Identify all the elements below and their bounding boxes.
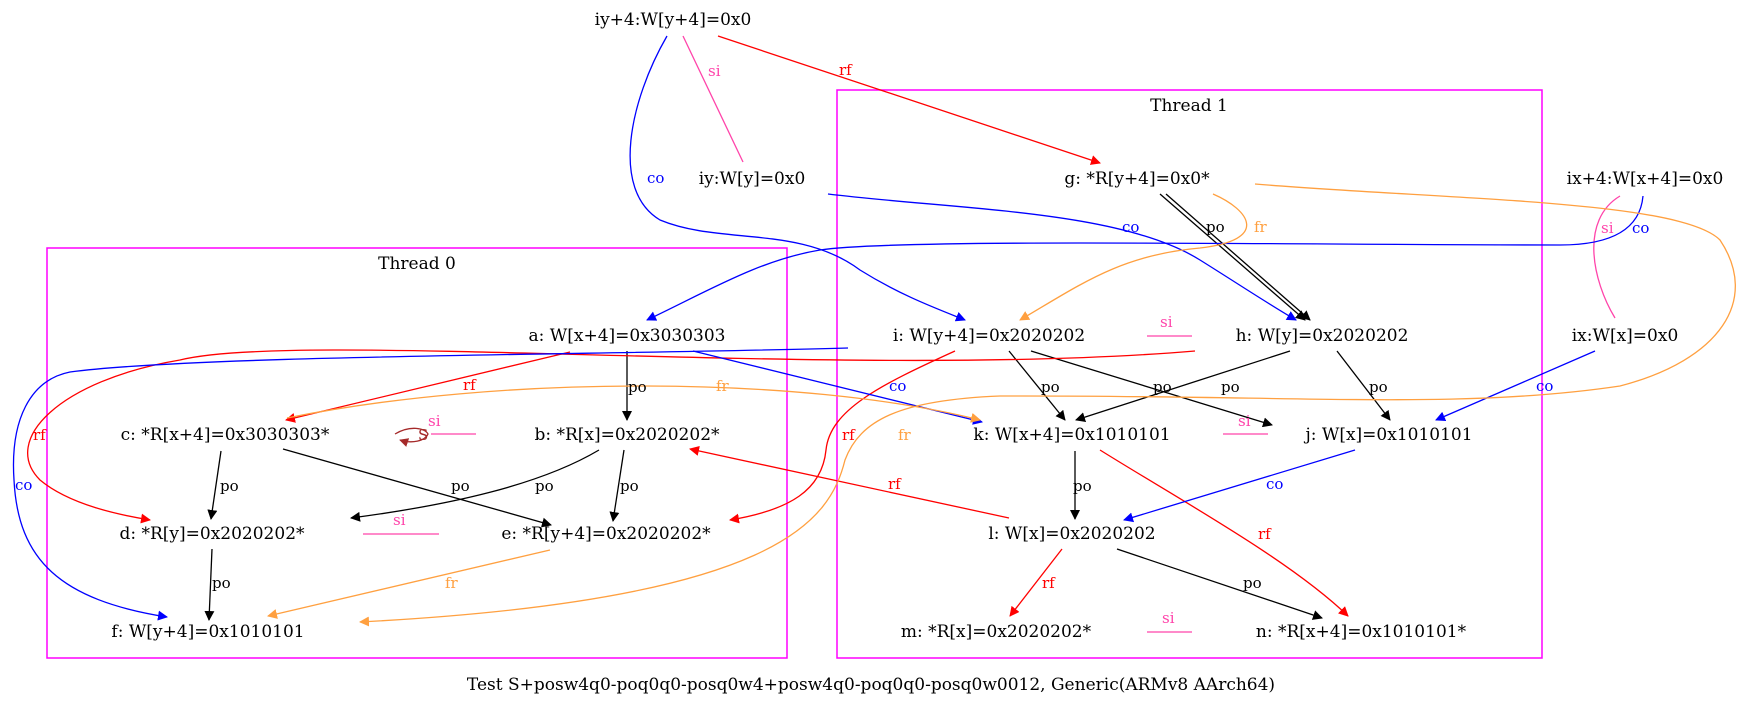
label-po: po: [220, 477, 239, 495]
edge-fr-c-k: [286, 385, 981, 423]
node-i: i: W[y+4]=0x2020202: [893, 326, 1085, 346]
label-co: co: [15, 476, 32, 494]
label-co: co: [1632, 219, 1649, 237]
label-fr: fr: [716, 377, 730, 395]
label-co: co: [647, 169, 664, 187]
label-rf: rf: [839, 61, 853, 79]
edge-co-ix-j: [1435, 350, 1596, 422]
label-rf: rf: [1042, 574, 1056, 592]
nodes: iy+4:W[y+4]=0x0 iy:W[y]=0x0 ix+4:W[x+4]=…: [111, 10, 1723, 642]
node-d: d: *R[y]=0x2020202*: [119, 524, 305, 544]
node-e: e: *R[y+4]=0x2020202*: [501, 524, 711, 544]
diagram-caption: Test S+posw4q0-poq0q0-posq0w4+posw4q0-po…: [467, 675, 1275, 695]
edge-si-iy4-iy: [682, 35, 744, 163]
label-si: si: [1162, 609, 1175, 627]
edge-co-a-f: [12, 347, 849, 621]
edge-rf-k-n: [1099, 449, 1349, 617]
label-po: po: [620, 477, 639, 495]
edge-co-iy4-i: [629, 35, 966, 322]
label-rf: rf: [463, 376, 477, 394]
edge-rf-l-m: [1009, 548, 1063, 617]
label-fr: fr: [445, 574, 459, 592]
edge-rf-l-b: [689, 446, 1010, 519]
node-h: h: W[y]=0x2020202: [1236, 326, 1409, 346]
edge-rf-a-c: [285, 351, 571, 423]
thread1-title: Thread 1: [1150, 96, 1228, 116]
label-rf: rf: [1258, 525, 1272, 543]
label-po: po: [1206, 218, 1225, 236]
label-po: po: [1369, 378, 1388, 396]
label-fr: fr: [1254, 218, 1268, 236]
node-g: g: *R[y+4]=0x0*: [1064, 169, 1210, 189]
label-po: po: [212, 574, 231, 592]
edge-po-h-j: [1336, 350, 1391, 421]
edge-po-b-e: [609, 449, 625, 522]
edge-po-l-n: [1116, 548, 1323, 620]
edge-po-g-h-1: [1159, 193, 1306, 321]
label-rf: rf: [888, 475, 902, 493]
label-co: co: [1536, 377, 1553, 395]
label-co: co: [889, 377, 906, 395]
label-po: po: [535, 477, 554, 495]
label-po: po: [1243, 574, 1262, 592]
edge-po-b-d: [350, 449, 600, 522]
edge-po-c-e: [282, 448, 552, 528]
label-si: si: [1238, 412, 1251, 430]
label-po: po: [1221, 378, 1240, 396]
node-b: b: *R[x]=0x2020202*: [534, 425, 720, 445]
edge-fr-g-j: [359, 183, 1736, 627]
node-ix4: ix+4:W[x+4]=0x0: [1567, 169, 1724, 189]
label-si: si: [1601, 219, 1614, 237]
label-si: si: [428, 412, 441, 430]
label-po: po: [1153, 378, 1172, 396]
edge-po-c-d: [207, 450, 222, 520]
node-n: n: *R[x+4]=0x1010101*: [1256, 622, 1467, 642]
label-co: co: [1122, 218, 1139, 236]
edge-si-ix4-ix: [1593, 195, 1621, 319]
node-iy4: iy+4:W[y+4]=0x0: [595, 10, 752, 30]
thread0-title: Thread 0: [378, 254, 456, 274]
label-po: po: [628, 378, 647, 396]
node-a: a: W[x+4]=0x3030303: [528, 326, 725, 346]
node-m: m: *R[x]=0x2020202*: [901, 622, 1092, 642]
edge-labels: si si si si si si si S po po po po po po…: [15, 61, 1649, 627]
edge-po-d-f: [204, 548, 215, 621]
node-f: f: W[y+4]=0x1010101: [111, 622, 304, 642]
label-si: si: [1160, 313, 1173, 331]
label-si: si: [393, 511, 406, 529]
label-rf: rf: [33, 426, 47, 444]
edge-po-i-j: [1030, 350, 1273, 428]
label-si: si: [708, 62, 721, 80]
edge-rf-iy4-g: [717, 35, 1101, 165]
edge-po-h-k: [1075, 350, 1291, 422]
edge-rf-h-d: [27, 349, 1196, 524]
edge-co-iy-h: [827, 193, 1297, 321]
edge-fr-e-f: [267, 549, 551, 619]
edge-rf-i-e: [729, 350, 956, 524]
edge-po-g-h-2: [1165, 193, 1311, 321]
edge-fr-g-i: [1019, 193, 1248, 321]
label-rf: rf: [842, 426, 856, 444]
edge-co-j-l: [1123, 449, 1356, 523]
edge-S-c: [394, 427, 429, 447]
node-k: k: W[x+4]=0x1010101: [973, 425, 1170, 445]
label-po: po: [451, 477, 470, 495]
node-ix: ix:W[x]=0x0: [1572, 326, 1679, 346]
node-iy: iy:W[y]=0x0: [699, 169, 806, 189]
label-po: po: [1073, 477, 1092, 495]
thread0-cluster: [46, 247, 788, 659]
label-co: co: [1266, 475, 1283, 493]
node-c: c: *R[x+4]=0x3030303*: [121, 425, 330, 445]
label-po: po: [1041, 378, 1060, 396]
edge-po-i-k: [1008, 350, 1066, 421]
node-l: l: W[x]=0x2020202: [988, 524, 1155, 544]
label-S: S: [418, 426, 428, 444]
label-fr: fr: [898, 426, 912, 444]
edges: [12, 35, 1736, 633]
node-j: j: W[x]=0x1010101: [1303, 425, 1472, 445]
edge-co-ix4-a: [646, 195, 1644, 321]
